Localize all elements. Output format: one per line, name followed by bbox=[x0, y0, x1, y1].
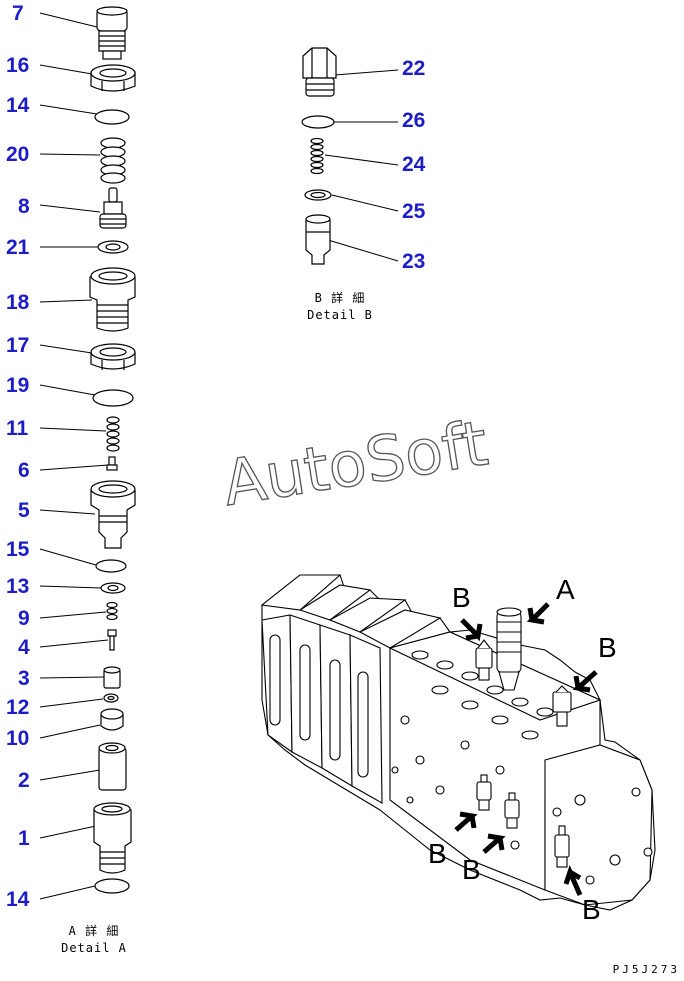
drawing-code: PJ5J273 bbox=[612, 963, 680, 976]
part-16-nut bbox=[90, 64, 136, 92]
part-18-sleeve bbox=[89, 267, 136, 332]
part-number: 7 bbox=[12, 2, 24, 25]
part-13-seal bbox=[100, 582, 126, 594]
part-12-ring bbox=[103, 693, 119, 703]
part-8-spool bbox=[99, 187, 127, 229]
assembly-label-b: B bbox=[452, 582, 471, 613]
part-number: 6 bbox=[18, 459, 30, 482]
valve-b-right bbox=[552, 685, 572, 727]
part-7-plug bbox=[96, 6, 128, 60]
assembly-label-b: B bbox=[598, 632, 617, 663]
leader-lines-detail-a bbox=[39, 12, 109, 900]
part-11-spring bbox=[106, 416, 120, 452]
assembly-label-b: B bbox=[428, 838, 447, 869]
part-number: 9 bbox=[18, 607, 30, 630]
detail-b-caption-jp: B 詳 細 bbox=[314, 291, 366, 305]
part-number: 17 bbox=[6, 334, 30, 357]
valve-b-end bbox=[554, 825, 570, 868]
part-number: 12 bbox=[6, 696, 30, 719]
leader-lines-detail-b bbox=[324, 69, 399, 262]
part-number: 15 bbox=[6, 538, 30, 561]
valve-a-cartridge bbox=[496, 607, 522, 691]
part-number: 4 bbox=[18, 636, 30, 659]
assembly-label-a: A bbox=[556, 574, 575, 605]
part-10-ring bbox=[100, 708, 124, 731]
part-24-spring bbox=[310, 137, 324, 175]
part-number: 20 bbox=[6, 143, 30, 166]
part-9-spring bbox=[106, 601, 118, 621]
part-19-o-ring bbox=[92, 389, 134, 407]
part-number: 22 bbox=[402, 57, 426, 80]
part-23-poppet bbox=[305, 214, 331, 265]
part-5-body bbox=[90, 480, 136, 549]
part-21-seal bbox=[97, 240, 129, 254]
assembly-label-b: B bbox=[582, 894, 601, 925]
part-20-spring bbox=[100, 137, 126, 184]
part-number: 2 bbox=[18, 769, 30, 792]
part-number: 26 bbox=[402, 109, 426, 132]
part-number: 21 bbox=[6, 236, 30, 259]
valve-b-face-1 bbox=[476, 774, 492, 811]
part-number: 11 bbox=[6, 417, 29, 440]
part-3-sleeve bbox=[103, 666, 121, 689]
part-number: 13 bbox=[6, 575, 30, 598]
part-number: 8 bbox=[18, 195, 30, 218]
part-26-o-ring bbox=[301, 115, 335, 129]
valve-b-face-2 bbox=[504, 792, 520, 829]
valve-b-top-left bbox=[475, 639, 493, 681]
part-number: 5 bbox=[18, 499, 30, 522]
detail-a-caption: A 詳 細 Detail A bbox=[44, 923, 144, 957]
part-15-o-ring bbox=[95, 559, 127, 573]
detail-b-caption: B 詳 細 Detail B bbox=[290, 290, 390, 324]
part-number: 3 bbox=[18, 667, 30, 690]
part-number: 16 bbox=[6, 54, 30, 77]
part-number: 14 bbox=[6, 888, 30, 911]
assembly-label-b: B bbox=[462, 854, 481, 885]
detail-b-caption-en: Detail B bbox=[307, 308, 373, 322]
part-14-o-ring-lower bbox=[94, 878, 130, 894]
pointer-arrows bbox=[454, 602, 598, 896]
detail-a-caption-jp: A 詳 細 bbox=[68, 924, 120, 938]
part-6-pin bbox=[106, 456, 118, 471]
part-number: 1 bbox=[18, 827, 30, 850]
part-number: 19 bbox=[6, 374, 30, 397]
part-number: 18 bbox=[6, 291, 30, 314]
part-number: 14 bbox=[6, 94, 30, 117]
part-22-plug bbox=[302, 47, 337, 97]
detail-a-caption-en: Detail A bbox=[61, 941, 127, 955]
part-number: 25 bbox=[402, 200, 426, 223]
part-2-piston bbox=[98, 742, 127, 791]
part-number: 24 bbox=[402, 153, 426, 176]
part-1-body bbox=[93, 802, 132, 874]
part-number: 23 bbox=[402, 250, 426, 273]
part-17-nut bbox=[90, 343, 136, 370]
part-25-seal bbox=[304, 189, 332, 201]
part-number: 10 bbox=[6, 727, 30, 750]
part-14-o-ring bbox=[94, 109, 130, 125]
control-valve-assembly bbox=[260, 574, 656, 911]
part-4-pin bbox=[107, 629, 117, 651]
